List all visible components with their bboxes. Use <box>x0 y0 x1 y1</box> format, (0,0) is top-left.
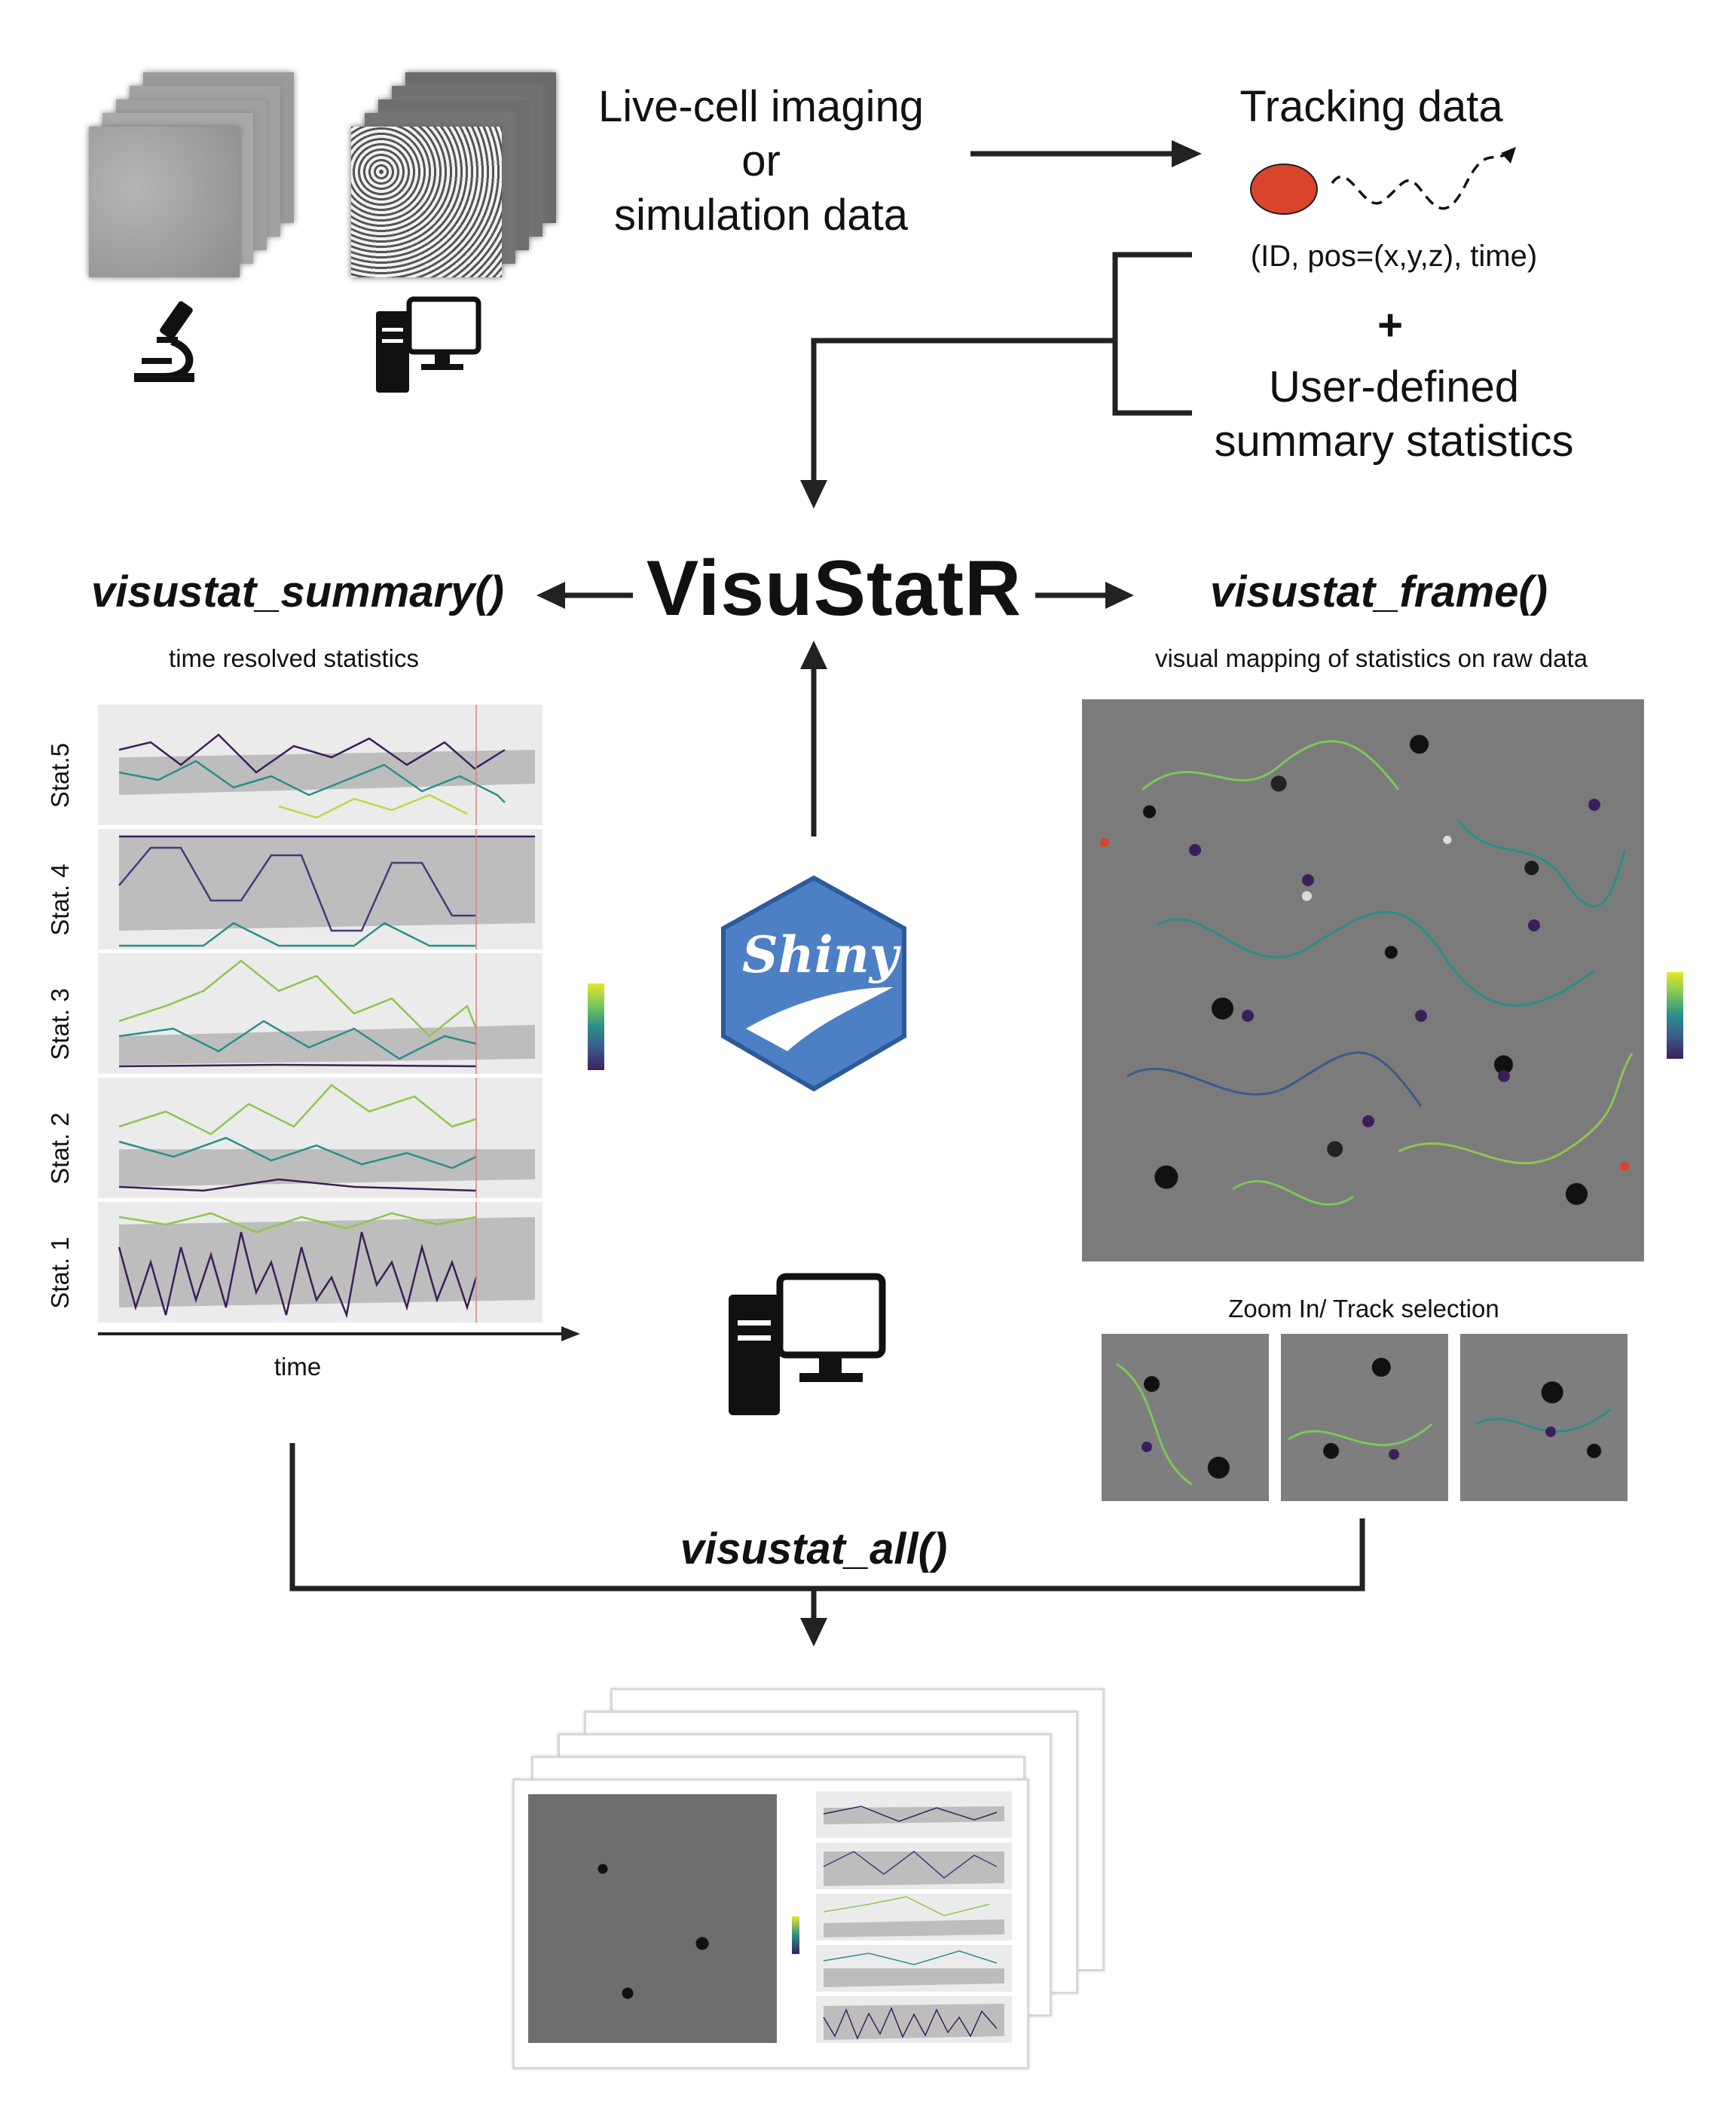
frame-tracks <box>1100 740 1634 1206</box>
func-frame: visustat_frame() <box>1209 567 1548 616</box>
output-frame-thumb <box>528 1794 777 2043</box>
summary-caption: time resolved statistics <box>169 644 419 672</box>
tracking-title: Tracking data <box>1239 82 1503 131</box>
summary-plot: Stat.5 Stat. 4 Stat. 3 Stat. 2 Stat. 1 <box>46 705 580 1353</box>
frame-caption: visual mapping of statistics on raw data <box>1154 644 1588 672</box>
frame-colorbar <box>1667 972 1683 1059</box>
microscopy-image-stack <box>89 72 294 283</box>
tracking-cell-illustration <box>1250 147 1516 215</box>
microscope-icon <box>134 301 194 382</box>
panel-stat3 <box>98 953 542 1074</box>
app-title: VisuStatR <box>646 545 1022 632</box>
input-label-line1: Live-cell imaging <box>598 82 924 131</box>
computer-icon <box>376 296 481 393</box>
frame-raw-image <box>1082 699 1644 1261</box>
plus-sign: + <box>1377 301 1403 350</box>
stats-label-line2: summary statistics <box>1214 417 1574 466</box>
summary-colorbar <box>588 983 604 1070</box>
time-axis-label: time <box>274 1353 322 1381</box>
input-label-line3: simulation data <box>613 191 909 240</box>
panel-stat4 <box>98 829 542 950</box>
computer-icon-center <box>729 1273 886 1415</box>
zoom-tile-3 <box>1460 1334 1628 1501</box>
output-summary-thumb <box>816 1791 1012 2043</box>
simulation-image-stack <box>351 72 556 283</box>
panel-stat1 <box>98 1202 542 1323</box>
panel-stat2 <box>98 1078 542 1198</box>
output-colorbar <box>792 1916 799 1954</box>
input-label-line2: or <box>741 136 781 185</box>
func-summary: visustat_summary() <box>91 567 504 616</box>
shiny-logo-text: Shiny <box>742 925 899 984</box>
zoom-caption: Zoom In/ Track selection <box>1228 1295 1499 1323</box>
summary-panels <box>98 705 580 1341</box>
zoom-tile-2 <box>1281 1334 1448 1501</box>
zoom-tile-1 <box>1102 1334 1269 1501</box>
shiny-hex-logo <box>721 875 906 1092</box>
func-all: visustat_all() <box>680 1524 948 1573</box>
panel-stat5 <box>98 705 542 825</box>
output-stack <box>512 1688 1130 2069</box>
tracking-tuple: (ID, pos=(x,y,z), time) <box>1250 240 1538 273</box>
stats-label-line1: User-defined <box>1268 362 1520 411</box>
